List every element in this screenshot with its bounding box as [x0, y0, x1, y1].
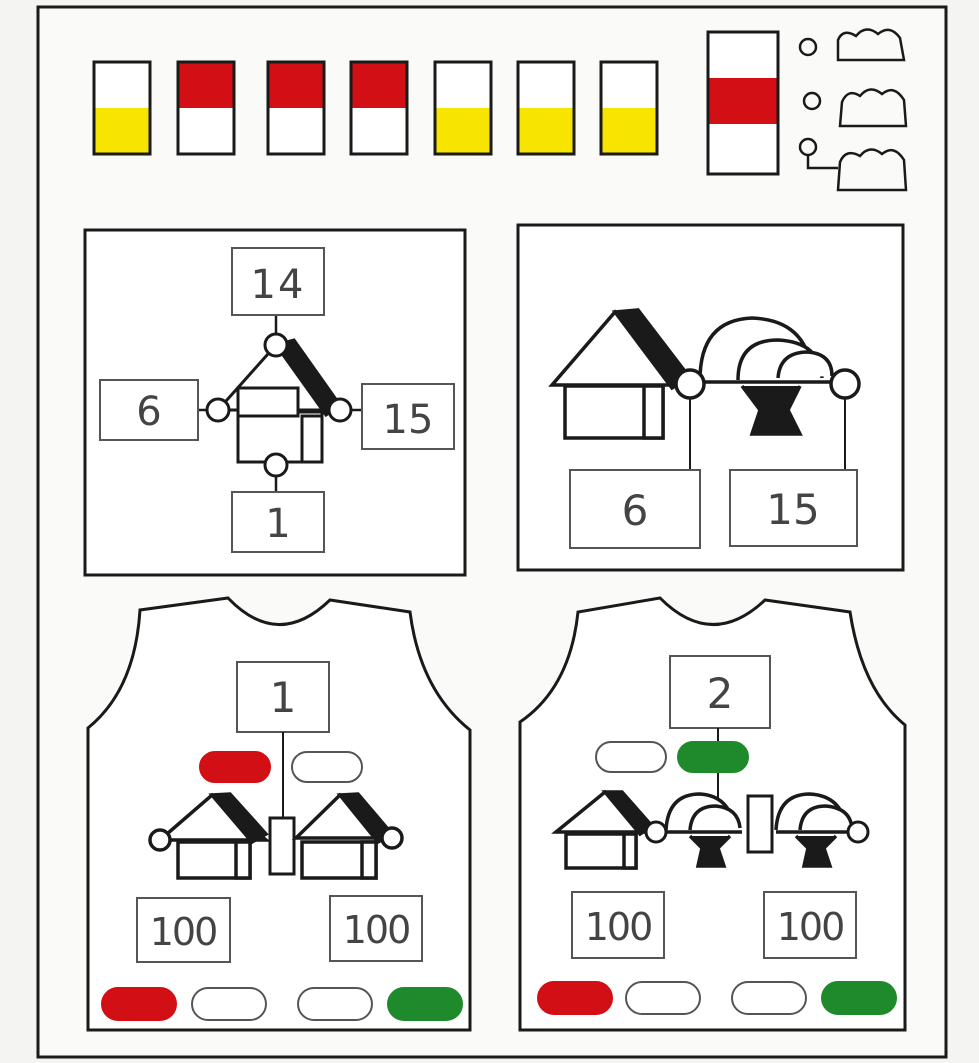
- swatch-red-half: [268, 62, 324, 108]
- key-swatch: [708, 32, 778, 174]
- color-swatch: [94, 62, 150, 154]
- vest-left-left-value: 100: [150, 910, 217, 954]
- pill-white: [732, 982, 806, 1014]
- key-swatch-red-band: [708, 78, 778, 124]
- pill-white: [292, 752, 362, 782]
- label-box-bottom: 1: [232, 492, 324, 552]
- label-box-left: 6: [100, 380, 198, 440]
- vest-left-value-box-left: 100: [137, 898, 230, 962]
- panel-left-right-label: 15: [383, 397, 434, 443]
- vest-left-right-value: 100: [343, 908, 410, 952]
- label-box-right: 15: [362, 384, 454, 449]
- color-swatch: [268, 62, 324, 154]
- connector-node: [848, 822, 868, 842]
- pill-green: [822, 982, 896, 1014]
- pill-red: [200, 752, 270, 782]
- vest-left-number-box: 1: [237, 662, 329, 732]
- label-box-right: 15: [730, 470, 857, 546]
- connector-node: [676, 370, 704, 398]
- swatch-yellow-half: [94, 108, 150, 154]
- pill-white: [192, 988, 266, 1020]
- label-box-left: 6: [570, 470, 700, 548]
- color-swatch: [351, 62, 407, 154]
- color-swatch: [435, 62, 491, 154]
- vest-left-number: 1: [270, 673, 297, 722]
- link-bar: [748, 796, 772, 852]
- vest-right-value-box-right: 100: [764, 892, 856, 958]
- color-swatch: [518, 62, 574, 154]
- swatch-yellow-half: [435, 108, 491, 154]
- vest-left-value-box-right: 100: [330, 896, 422, 961]
- pill-white: [626, 982, 700, 1014]
- pill-white: [596, 742, 666, 772]
- vest-right-number: 2: [707, 669, 734, 718]
- vest-right-right-value: 100: [777, 905, 844, 949]
- panel-left-top-label: 14: [251, 262, 306, 308]
- panel-left-bottom-label: 1: [265, 501, 290, 547]
- color-swatch: [178, 62, 234, 154]
- swatch-red-half: [351, 62, 407, 108]
- swatch-yellow-half: [518, 108, 574, 154]
- swatch-red-half: [178, 62, 234, 108]
- link-bar: [270, 818, 294, 874]
- vest-right-left-value: 100: [585, 905, 652, 949]
- pill-red: [538, 982, 612, 1014]
- pill-green: [678, 742, 748, 772]
- pill-red: [102, 988, 176, 1020]
- connector-node: [646, 822, 666, 842]
- panel-left-left-label: 6: [136, 389, 161, 435]
- vest-right-number-box: 2: [670, 656, 770, 728]
- swatch-yellow-half: [601, 108, 657, 154]
- panel-right-left-label: 6: [622, 486, 649, 535]
- color-swatch: [601, 62, 657, 154]
- panel-right-right-label: 15: [766, 485, 819, 534]
- connector-node: [831, 370, 859, 398]
- label-box-top: 14: [232, 248, 324, 315]
- pill-white: [298, 988, 372, 1020]
- pill-green: [388, 988, 462, 1020]
- swatch-row: [94, 62, 657, 154]
- vest-right-value-box-left: 100: [572, 892, 664, 958]
